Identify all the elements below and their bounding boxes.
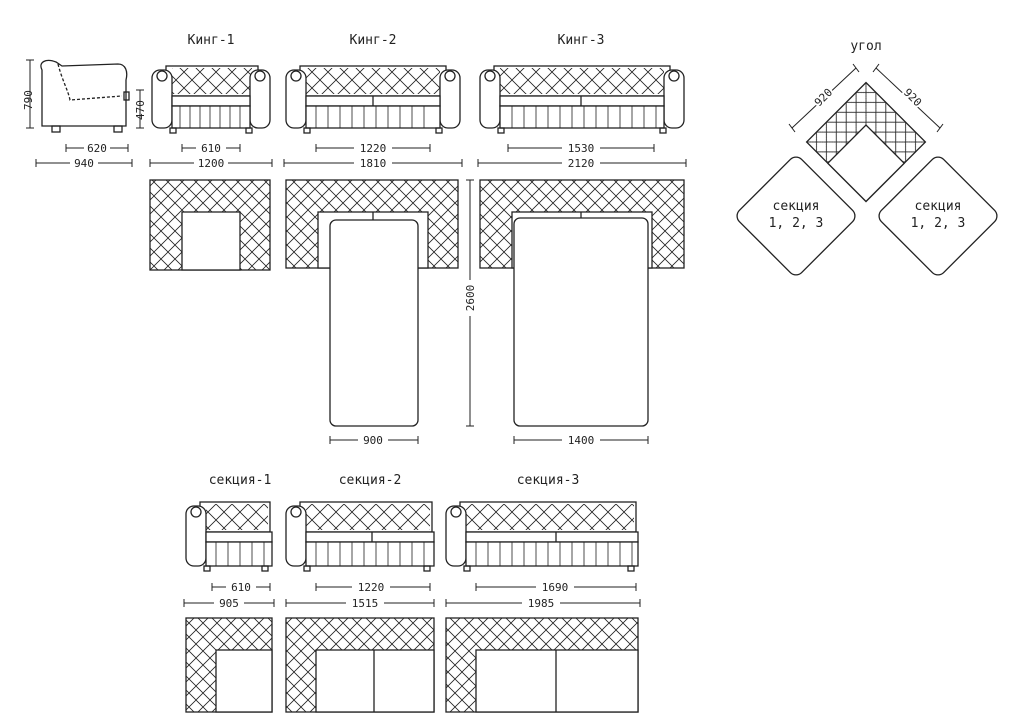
king2-bed bbox=[329, 219, 419, 427]
section2-front-view: секция-2 1220 1515 bbox=[285, 473, 435, 610]
king3-seat-width: 1530 bbox=[568, 142, 595, 155]
bed-length-label: 2600 bbox=[464, 285, 477, 312]
king1-front-view: Кинг-1 610 1200 bbox=[149, 33, 273, 170]
king1-total-width: 1200 bbox=[198, 157, 225, 170]
corner-left-section-line2: 1, 2, 3 bbox=[769, 216, 824, 231]
section1-title: секция-1 bbox=[209, 473, 272, 488]
section2-top-view bbox=[285, 617, 435, 713]
side-seat-depth-label: 620 bbox=[87, 142, 107, 155]
corner-title: угол bbox=[850, 39, 881, 54]
king3-bed-width: 1400 bbox=[568, 434, 595, 447]
king3-title: Кинг-3 bbox=[558, 33, 605, 48]
king1-top-view bbox=[149, 179, 271, 271]
section1-seat-width: 610 bbox=[231, 581, 251, 594]
king3-top-view: 1400 bbox=[479, 179, 685, 447]
section2-total-width: 1515 bbox=[352, 597, 379, 610]
corner-diagram: угол секция 1, 2, 3 секция 1, 2, 3 920 9… bbox=[736, 39, 998, 276]
section3-title: секция-3 bbox=[517, 473, 580, 488]
corner-right-size: 920 bbox=[901, 86, 924, 109]
section3-front-view: секция-3 1690 1985 bbox=[445, 473, 641, 610]
section2-seat-width: 1220 bbox=[358, 581, 385, 594]
king2-total-width: 1810 bbox=[360, 157, 387, 170]
king3-bed bbox=[513, 217, 649, 427]
king3-front-view: Кинг-3 1530 2120 bbox=[477, 33, 687, 170]
section3-top-view bbox=[445, 617, 639, 713]
section3-seat-width: 1690 bbox=[542, 581, 569, 594]
king3-total-width: 2120 bbox=[568, 157, 595, 170]
corner-left-section-line1: секция bbox=[773, 199, 820, 214]
section1-top-view bbox=[185, 617, 273, 713]
corner-right-section-line1: секция bbox=[915, 199, 962, 214]
king1-title: Кинг-1 bbox=[188, 33, 235, 48]
king2-front-view: Кинг-2 1220 1810 bbox=[283, 33, 463, 170]
king2-top-view: 900 bbox=[285, 179, 459, 447]
bed-length-dimension: 2600 bbox=[463, 179, 477, 427]
side-seat-height-label: 470 bbox=[134, 100, 147, 120]
king2-seat-width: 1220 bbox=[360, 142, 387, 155]
side-height-label: 790 bbox=[22, 90, 35, 110]
section3-total-width: 1985 bbox=[528, 597, 555, 610]
corner-right-section-line2: 1, 2, 3 bbox=[911, 216, 966, 231]
side-view: 790 470 620 940 bbox=[22, 59, 147, 170]
section1-total-width: 905 bbox=[219, 597, 239, 610]
king2-bed-width: 900 bbox=[363, 434, 383, 447]
section2-title: секция-2 bbox=[339, 473, 402, 488]
section1-front-view: секция-1 610 905 bbox=[183, 473, 275, 610]
king2-title: Кинг-2 bbox=[350, 33, 397, 48]
king1-seat-width: 610 bbox=[201, 142, 221, 155]
side-total-depth-label: 940 bbox=[74, 157, 94, 170]
